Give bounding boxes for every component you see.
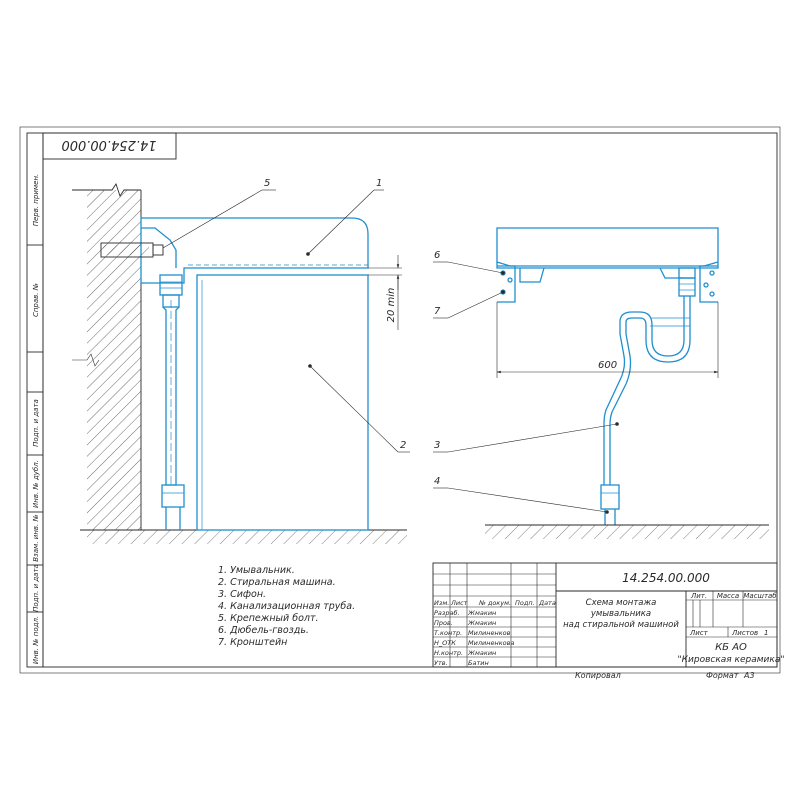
col-header: Подп. bbox=[515, 599, 535, 607]
col-header: Изм. bbox=[434, 599, 449, 607]
signature-name: Милиненкова bbox=[468, 639, 514, 647]
front-view: 600 6 7 3 4 bbox=[433, 227, 769, 539]
side-stamp-label: Подп. и дата bbox=[32, 399, 40, 447]
signature-role: Утв. bbox=[434, 659, 448, 667]
legend-item: 2. Стиральная машина. bbox=[218, 577, 336, 588]
signature-role: Пров. bbox=[434, 619, 453, 627]
format-label: Формат bbox=[706, 671, 739, 680]
side-stamp-label: Перв. примен. bbox=[32, 174, 40, 227]
drawing-title-line: умывальника bbox=[590, 609, 651, 619]
signature-name: Жмакин bbox=[467, 609, 496, 617]
drawing-frame bbox=[42, 132, 778, 668]
scale-label: Масштаб bbox=[743, 592, 777, 600]
side-stamp-label: Справ. № bbox=[32, 283, 40, 317]
side-stamp-column: Перв. примен. Справ. № Подп. и дата Инв.… bbox=[26, 132, 44, 668]
legend-item: 4. Канализационная труба. bbox=[218, 601, 355, 612]
signature-role: Т.контр. bbox=[434, 629, 462, 637]
organization-line: КБ АО bbox=[715, 642, 747, 653]
callout-2: 2 bbox=[400, 440, 406, 451]
signature-name: Жмакин bbox=[467, 619, 496, 627]
sheets-label: Листов bbox=[731, 629, 758, 637]
corner-code: 14.254.00.000 bbox=[61, 137, 156, 152]
lit-label: Лит. bbox=[690, 592, 707, 600]
dimension-gap-label: 20 min bbox=[386, 288, 397, 323]
format-value: А3 bbox=[743, 671, 755, 680]
parts-legend: 1. Умывальник. 2. Стиральная машина. 3. … bbox=[218, 565, 355, 648]
legend-item: 7. Кронштейн bbox=[218, 637, 287, 648]
signature-name: Милиненков bbox=[468, 629, 511, 637]
legend-item: 1. Умывальник. bbox=[218, 565, 295, 576]
side-stamp-label: Подп. и дата bbox=[32, 564, 40, 612]
sheets-value: 1 bbox=[764, 629, 768, 637]
mass-label: Масса bbox=[717, 592, 739, 600]
signature-name: Жмакин bbox=[467, 649, 496, 657]
callout-1: 1 bbox=[376, 178, 382, 189]
legend-item: 3. Сифон. bbox=[218, 589, 266, 600]
side-view: 20 min 1 5 2 bbox=[72, 178, 410, 544]
col-header: Лист bbox=[450, 599, 468, 607]
drawing-title-line: над стиральной машиной bbox=[563, 620, 679, 630]
sheet-border bbox=[19, 126, 781, 674]
callout-3: 3 bbox=[434, 440, 440, 451]
sheet-label: Лист bbox=[689, 629, 709, 637]
title-block-code: 14.254.00.000 bbox=[622, 571, 710, 585]
col-header: № докум. bbox=[478, 599, 511, 607]
legend-item: 5. Крепежный болт. bbox=[218, 613, 319, 624]
organization-line: "Кировская керамика" bbox=[677, 655, 784, 665]
signature-role: Н.контр. bbox=[434, 649, 463, 657]
callout-4: 4 bbox=[434, 476, 440, 487]
callout-7: 7 bbox=[434, 306, 441, 317]
signature-role: Н_ОТК bbox=[434, 639, 456, 647]
callout-5: 5 bbox=[264, 178, 270, 189]
copied-label: Копировал bbox=[575, 671, 621, 680]
title-block: 14.254.00.000 Схема монтажа умывальника … bbox=[432, 562, 785, 668]
legend-item: 6. Дюбель-гвоздь. bbox=[218, 625, 309, 636]
side-stamp-label: Взам. инв. № bbox=[32, 514, 40, 562]
signature-role: Разраб. bbox=[434, 609, 460, 617]
col-header: Дата bbox=[538, 599, 556, 607]
side-stamp-label: Инв. № подл. bbox=[32, 616, 40, 664]
drawing-title-line: Схема монтажа bbox=[586, 598, 657, 608]
corner-code-box: 14.254.00.000 bbox=[42, 132, 177, 160]
callout-6: 6 bbox=[434, 250, 440, 261]
side-stamp-label: Инв. № дубл. bbox=[32, 460, 40, 508]
dimension-width-label: 600 bbox=[598, 360, 617, 371]
signature-name: Батин bbox=[468, 659, 489, 667]
